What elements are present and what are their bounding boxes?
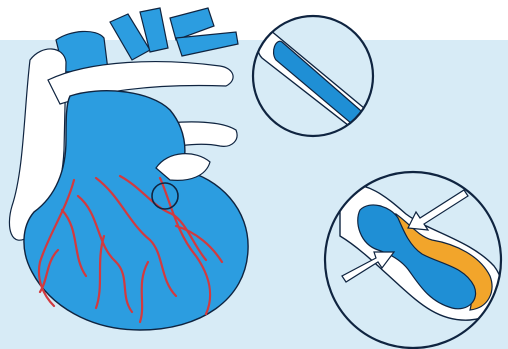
narrowed-artery-magnifier bbox=[325, 172, 502, 348]
